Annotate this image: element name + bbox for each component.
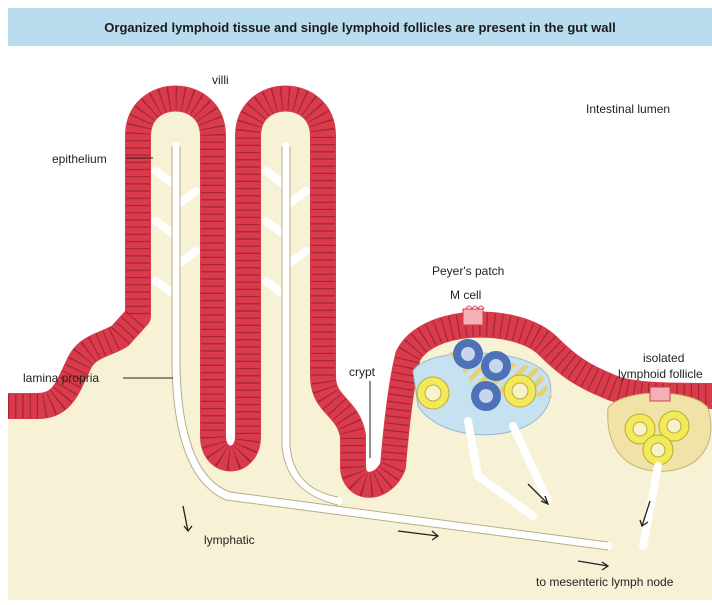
villi-label: villi: [212, 73, 229, 87]
epithelium-label: epithelium: [52, 152, 107, 166]
lamina-propria-label: lamina propria: [23, 371, 99, 385]
lymphatic-label: lymphatic: [204, 533, 255, 547]
m-cell: [463, 306, 484, 325]
mesenteric-label: to mesenteric lymph node: [536, 575, 674, 589]
isolated-follicle-label-2: lymphoid follicle: [618, 367, 703, 381]
figure-title: Organized lymphoid tissue and single lym…: [8, 8, 712, 47]
gut-wall-illustration: villi epithelium Intestinal lumen Peyer'…: [8, 46, 712, 600]
isolated-lymphoid-follicle: [608, 387, 711, 471]
intestinal-lumen-label: Intestinal lumen: [586, 102, 670, 116]
m-cell-label: M cell: [450, 288, 481, 302]
crypt-label: crypt: [349, 365, 376, 379]
peyers-patch-label: Peyer's patch: [432, 264, 504, 278]
isolated-follicle-label-1: isolated: [643, 351, 684, 365]
